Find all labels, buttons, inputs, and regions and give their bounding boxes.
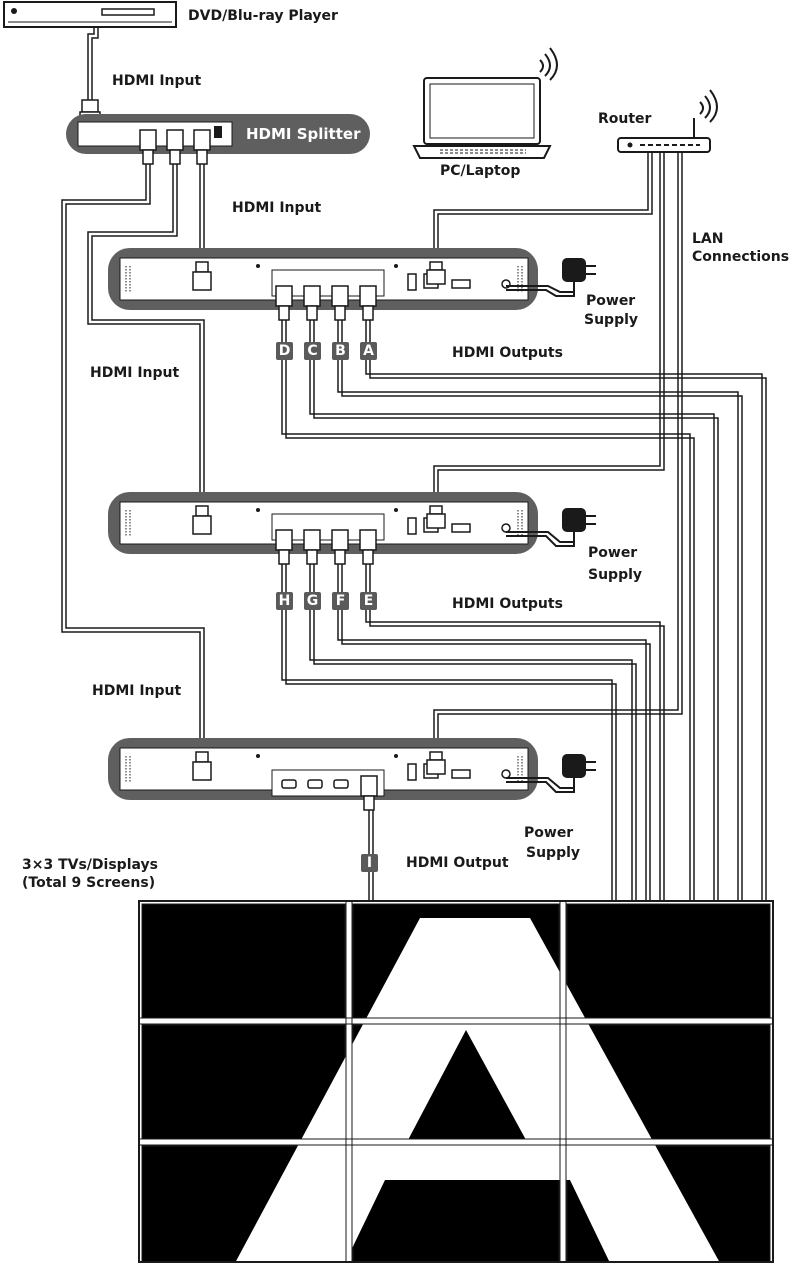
extender-unit-3 xyxy=(108,738,538,800)
power-supply-1-icon xyxy=(506,258,596,297)
dvd-player-label: DVD/Blu-ray Player xyxy=(188,8,338,24)
router-label: Router xyxy=(598,111,652,127)
output-badge: I xyxy=(361,854,378,872)
hdmi-input-label-1: HDMI Input xyxy=(112,73,202,89)
power-supply-label-2-line1: Power xyxy=(588,545,638,561)
displays-label-line2: (Total 9 Screens) xyxy=(22,875,156,891)
output-badge: H xyxy=(276,592,293,610)
power-supply-3-icon xyxy=(506,754,596,793)
output-badge: C xyxy=(304,342,321,360)
power-supply-label-1-line2: Supply xyxy=(584,312,639,328)
output-badge: B xyxy=(332,342,349,360)
output-badge: F xyxy=(332,592,349,610)
pc-laptop-label: PC/Laptop xyxy=(440,163,521,179)
power-supply-label-3-line1: Power xyxy=(524,825,574,841)
output-badge: G xyxy=(304,592,321,610)
dvd-player-device xyxy=(3,1,177,28)
output-badge: E xyxy=(360,592,377,610)
video-wall xyxy=(138,900,774,1263)
lan-connections-label-line1: LAN xyxy=(692,231,724,247)
hdmi-output-label-3: HDMI Output xyxy=(406,855,509,871)
splitter-output-cables xyxy=(61,129,211,752)
extender-unit-1 xyxy=(108,248,538,310)
router-icon xyxy=(617,89,718,153)
hdmi-outputs-label-1: HDMI Outputs xyxy=(452,345,563,361)
hdmi-input-label-3: HDMI Input xyxy=(90,365,180,381)
displays-label-line1: 3×3 TVs/Displays xyxy=(22,857,158,873)
extender-unit-2 xyxy=(108,492,538,554)
output-badge: A xyxy=(360,342,377,360)
unit2-output-cables xyxy=(275,529,665,905)
power-supply-label-2-line2: Supply xyxy=(588,567,643,583)
power-supply-label-1-line1: Power xyxy=(586,293,636,309)
hdmi-input-label-2: HDMI Input xyxy=(232,200,322,216)
unit-input-plugs xyxy=(192,261,446,781)
power-supply-2-icon xyxy=(506,508,596,547)
power-supply-label-3-line2: Supply xyxy=(526,845,581,861)
hdmi-input-label-4: HDMI Input xyxy=(92,683,182,699)
laptop-icon xyxy=(412,47,558,159)
hdmi-splitter-label: HDMI Splitter xyxy=(246,125,361,143)
output-badge: D xyxy=(276,342,293,360)
lan-connections-label-line2: Connections xyxy=(692,249,790,265)
unit3-output-cable xyxy=(360,775,378,900)
lan-cables xyxy=(433,152,683,752)
hdmi-outputs-label-2: HDMI Outputs xyxy=(452,596,563,612)
